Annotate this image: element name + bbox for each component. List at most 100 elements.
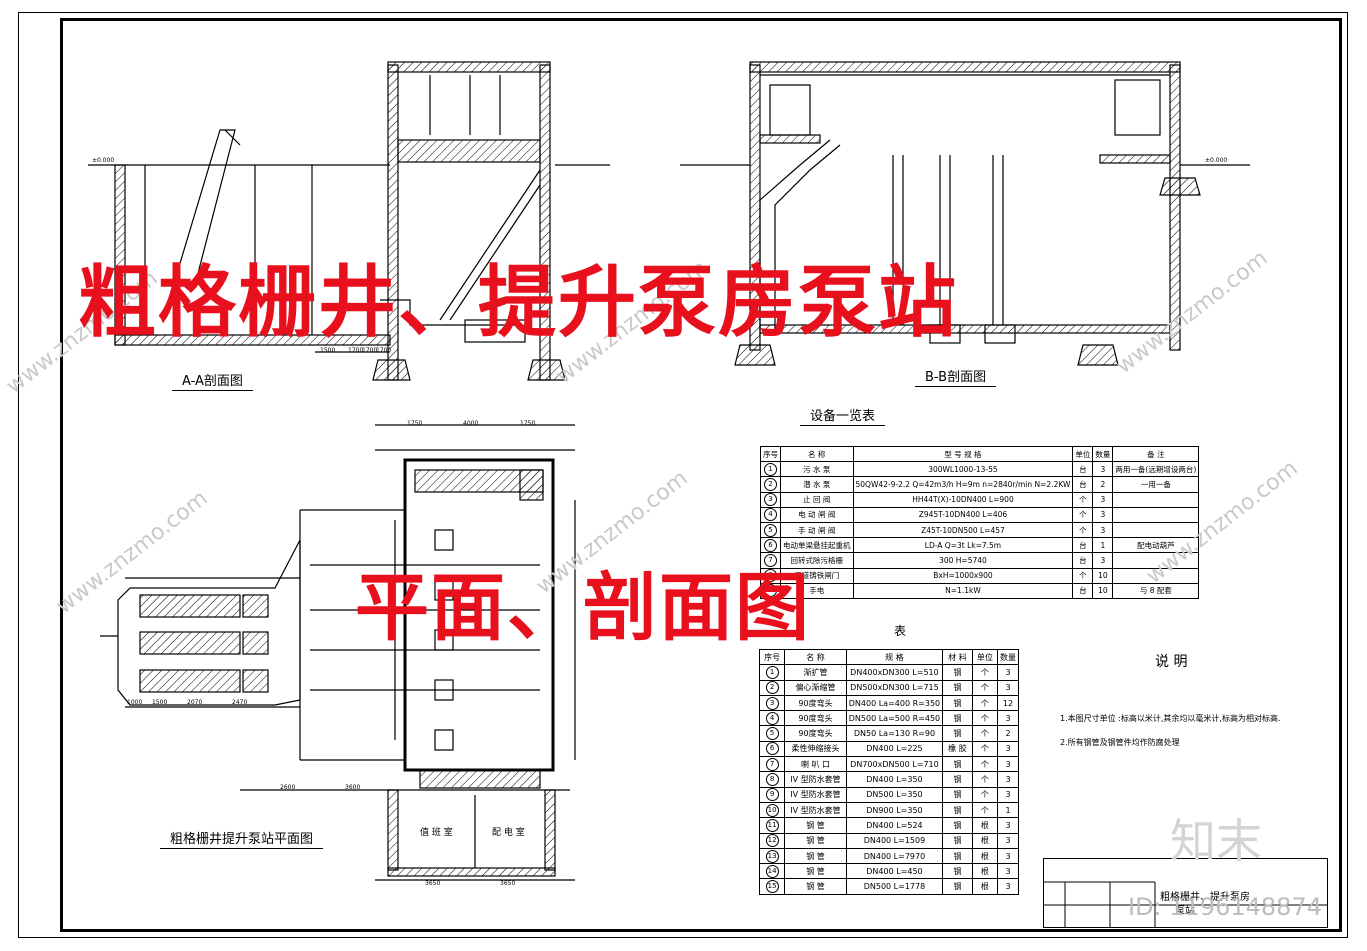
equipment-cell: 3 — [1092, 491, 1114, 508]
material-table-title-tail: 表 — [894, 624, 907, 638]
material-cell: 3 — [758, 694, 786, 712]
material-cell: 10 — [758, 801, 786, 819]
drawing-frame — [60, 18, 1342, 932]
material-cell: 个 — [971, 801, 999, 819]
material-index-circle: 1 — [765, 665, 779, 679]
equipment-cell: 3 — [1092, 461, 1114, 478]
material-index-circle: 12 — [765, 834, 779, 848]
equipment-index-circle: 4 — [764, 508, 777, 522]
material-cell: 钢 — [942, 694, 973, 712]
material-cell: 90度弯头 — [784, 725, 847, 742]
material-index-circle: 9 — [765, 788, 779, 802]
equipment-index-circle: 1 — [764, 462, 777, 476]
material-cell: 个 — [971, 694, 999, 712]
equipment-cell: 2 — [760, 476, 781, 493]
material-index-circle: 4 — [765, 711, 779, 725]
material-cell: 钢 — [942, 786, 973, 803]
material-header: 材 料 — [942, 648, 973, 666]
equipment-cell: 手 动 闸 阀 — [780, 521, 854, 539]
material-cell: 5 — [758, 725, 786, 742]
dim-plan-left-4: 2470 — [232, 699, 248, 706]
material-cell: 个 — [971, 771, 999, 788]
section-bb-drawing — [680, 61, 1250, 366]
material-cell: 3 — [997, 710, 1019, 727]
material-cell: 钢 — [942, 710, 973, 727]
material-cell: 14 — [758, 863, 786, 880]
material-cell: DN50 La=130 R=90 — [845, 725, 944, 742]
equipment-cell: 个 — [1072, 567, 1094, 584]
dim-plan-left-2: 1500 — [152, 699, 168, 706]
equipment-index-circle: 2 — [764, 477, 777, 491]
material-cell: 钢 — [942, 817, 973, 834]
material-cell: 根 — [971, 878, 999, 895]
elevation-bb: ±0.000 — [1205, 157, 1228, 164]
material-index-circle: 14 — [765, 864, 779, 878]
title-block — [1043, 858, 1328, 928]
material-cell: 2 — [997, 725, 1019, 742]
material-index-circle: 6 — [765, 742, 779, 756]
equipment-cell: 1 — [760, 461, 781, 478]
equipment-cell: 手电 — [780, 582, 854, 599]
equipment-cell: 一用一备 — [1112, 476, 1200, 493]
banner-title-1: 粗格栅井、提升泵房泵站 — [78, 257, 959, 348]
material-cell: 钢 — [942, 863, 973, 880]
equipment-cell: 止 回 阀 — [780, 491, 854, 508]
dim-plan-bot-1: 2600 — [280, 784, 296, 791]
material-index-circle: 15 — [765, 880, 779, 894]
material-cell: DN500 L=350 — [845, 786, 944, 803]
equipment-cell: Z45T-10DN500 L=457 — [852, 521, 1074, 539]
material-index-circle: 11 — [765, 818, 779, 832]
material-cell: 柔性伸缩接头 — [784, 740, 847, 758]
material-cell: 个 — [971, 664, 999, 681]
dim-plan-bot-4: 3650 — [500, 880, 516, 887]
material-cell: 3 — [997, 863, 1019, 880]
material-cell: DN400 L=524 — [845, 817, 944, 834]
material-cell: 喇 叭 口 — [784, 756, 847, 773]
material-cell: 3 — [997, 740, 1019, 758]
equipment-cell: 台 — [1072, 461, 1094, 478]
material-cell: DN400 La=400 R=350 — [845, 694, 944, 712]
equipment-cell: 50QW42-9-2.2 Q=42m3/h H=9m n=2840r/min N… — [852, 476, 1074, 493]
material-cell: 9 — [758, 786, 786, 803]
material-cell: DN500 L=1778 — [845, 878, 944, 895]
material-cell: 钢 管 — [784, 832, 847, 849]
equipment-cell: 潜 水 泵 — [780, 476, 854, 493]
equipment-cell: 与 8 配套 — [1112, 582, 1200, 599]
dim-plan-top-2: 4000 — [463, 420, 479, 427]
material-cell: 个 — [971, 756, 999, 773]
material-cell: 钢 — [942, 801, 973, 819]
material-cell: DN900 L=350 — [845, 801, 944, 819]
material-cell: 根 — [971, 817, 999, 834]
material-cell: 根 — [971, 832, 999, 849]
equipment-header: 单位 — [1072, 445, 1094, 463]
material-cell: 2 — [758, 679, 786, 696]
dim-plan-bot-3: 3650 — [425, 880, 441, 887]
equipment-cell: 6 — [760, 537, 781, 554]
material-header: 规 格 — [845, 648, 944, 666]
material-cell: 4 — [758, 710, 786, 727]
material-cell: 3 — [997, 878, 1019, 895]
material-cell: DN400 L=1509 — [845, 832, 944, 849]
equipment-cell: 300WL1000-13-55 — [852, 461, 1074, 478]
watermark-logo: 知末 — [1170, 814, 1262, 868]
room-power: 配 电 室 — [492, 828, 525, 838]
equipment-header: 型 号 规 格 — [852, 445, 1074, 463]
material-cell: 钢 — [942, 847, 973, 865]
dim-aa-3: 1700 — [362, 347, 378, 354]
material-cell: DN400xDN300 L=510 — [845, 664, 944, 681]
material-cell: 钢 管 — [784, 863, 847, 880]
equipment-cell — [1112, 491, 1200, 508]
material-cell: IV 型防水套管 — [784, 801, 847, 819]
dim-aa-2: 1700 — [348, 347, 364, 354]
material-cell: 3 — [997, 664, 1019, 681]
